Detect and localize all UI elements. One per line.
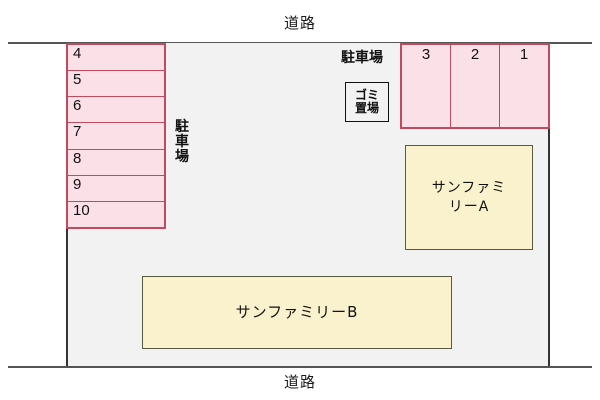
parking-block-top-right: 3 2 1: [400, 43, 550, 129]
parking-space-number: 6: [73, 97, 82, 115]
parking-space-number: 3: [421, 46, 431, 63]
parking-space-number: 9: [73, 175, 82, 193]
parking-space[interactable]: 1: [499, 45, 548, 127]
parking-label-left: 駐 車 場: [172, 120, 192, 165]
parking-space[interactable]: 8: [68, 148, 164, 175]
road-label-bottom: 道路: [283, 373, 316, 391]
building-sun-family-b[interactable]: サンファミリーB: [142, 276, 452, 349]
building-b-label: サンファミリーB: [235, 303, 359, 322]
parking-space[interactable]: 4: [68, 45, 164, 71]
garbage-area-label-line1: ゴミ: [354, 87, 379, 102]
parking-block-left: 4 5 6 7 8 9 10: [66, 43, 166, 229]
garbage-area-label-line2: 置場: [354, 101, 379, 115]
parking-space-number: 2: [470, 46, 480, 63]
parking-space[interactable]: 6: [68, 96, 164, 123]
parking-space[interactable]: 3: [402, 45, 450, 127]
parking-space-number: 8: [73, 149, 82, 167]
parking-space[interactable]: 10: [68, 200, 164, 227]
parking-space-number: 5: [73, 71, 82, 89]
building-sun-family-a[interactable]: サンファミ リーA: [405, 145, 533, 250]
garbage-area-box: ゴミ 置場: [345, 82, 389, 122]
road-label-top: 道路: [283, 14, 316, 32]
road-boundary-line-bottom: [8, 366, 592, 368]
building-a-label-line2: リーA: [448, 198, 490, 215]
parking-space[interactable]: 9: [68, 174, 164, 201]
parking-label-left-char: 車: [175, 133, 189, 150]
parking-space[interactable]: 2: [450, 45, 499, 127]
parking-space-number: 10: [73, 201, 90, 219]
building-a-label-line1: サンファミ: [431, 179, 507, 196]
parking-space-number: 1: [519, 46, 529, 63]
parking-label-left-char: 場: [175, 148, 189, 165]
building-a-label: サンファミ リーA: [421, 179, 517, 217]
parking-space-number: 7: [73, 123, 82, 141]
parking-label-left-char: 駐: [175, 119, 189, 135]
parking-label-top-right: 駐車場: [341, 50, 383, 66]
parking-space[interactable]: 5: [68, 70, 164, 97]
parking-space[interactable]: 7: [68, 122, 164, 149]
parking-space-number: 4: [73, 45, 82, 62]
